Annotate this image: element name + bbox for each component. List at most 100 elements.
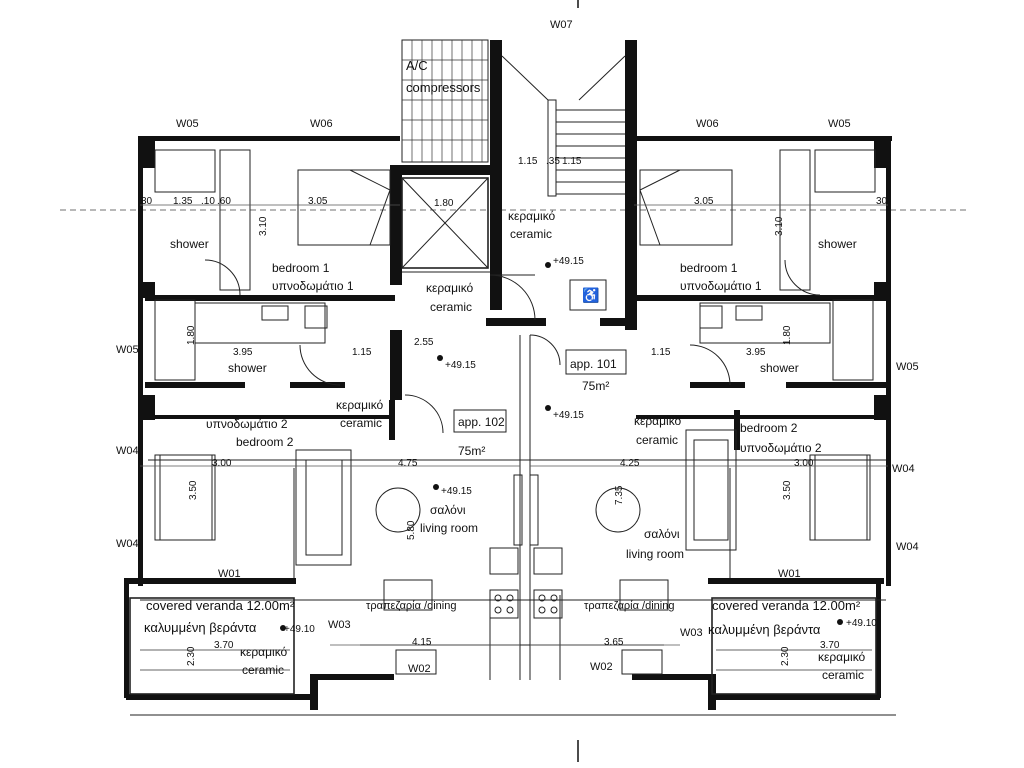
section-axis-lines	[60, 0, 968, 762]
right-dim-310: 3.10	[774, 216, 785, 236]
right-veranda-ceramic-gr: κεραμικό	[818, 650, 866, 664]
left-bedroom2-gr: υπνοδωμάτιο 2	[206, 417, 288, 431]
wheelchair-icon: ♿	[582, 287, 599, 304]
right-dining: τραπεζαρία /dining	[584, 600, 674, 612]
window-label-w03-left: W03	[328, 619, 351, 631]
lobby-ceramic-en: ceramic	[430, 300, 472, 314]
left-dim-230: 2.30	[186, 646, 197, 666]
window-label-w01-left: W01	[218, 568, 241, 580]
right-dim-25: 25	[626, 196, 638, 207]
window-label-w01-right: W01	[778, 568, 801, 580]
left-unit-dimensions: 30 1.35 .10 .60 3.05 3.10 3.95 1.80 1.15…	[140, 196, 520, 666]
stair-ceramic-en: ceramic	[510, 227, 552, 241]
right-dim-735: 7.35	[614, 485, 625, 505]
core-labels: κεραμικό ceramic +49.15 κεραμικό ceramic…	[414, 156, 584, 371]
level-markers	[280, 262, 843, 631]
left-app-box	[453, 409, 507, 433]
right-ceramic-gr: κεραμικό	[634, 414, 682, 428]
window-label-w04-left-bottom: W04	[116, 538, 139, 550]
window-label-w05-left-side: W05	[116, 344, 139, 356]
left-dim-135: 1.35	[173, 196, 193, 207]
left-veranda-en: covered veranda 12.00m²	[146, 598, 295, 613]
window-label-w04-right-bottom: W04	[896, 541, 919, 553]
left-app-number: app. 102	[458, 415, 505, 429]
ac-label-line2: compressors	[406, 80, 481, 95]
core-dim-115b: 1.15	[562, 156, 582, 167]
staircase: ♿	[501, 55, 626, 311]
left-dining: τραπεζαρία /dining	[366, 600, 456, 612]
core-dim-115: 1.15	[518, 156, 538, 167]
right-shower-2: shower	[760, 361, 799, 375]
stair-ceramic-gr: κεραμικό	[508, 209, 556, 223]
window-label-w05-right-side: W05	[896, 361, 919, 373]
right-ceramic-en: ceramic	[636, 433, 678, 447]
right-bedroom1-en: bedroom 1	[680, 261, 738, 275]
right-bedroom1-gr: υπνοδωμάτιο 1	[680, 279, 762, 293]
right-app-number: app. 101	[570, 357, 617, 371]
door-swings	[204, 259, 821, 434]
right-veranda-gr: καλυμμένη βεράντα	[708, 622, 821, 637]
left-bedroom1-gr: υπνοδωμάτιο 1	[272, 279, 354, 293]
right-app-area: 75m²	[582, 379, 609, 393]
left-dim-180: 1.80	[186, 325, 197, 345]
left-living-level: +49.15	[441, 486, 472, 497]
window-label-w06-left: W06	[310, 118, 333, 130]
right-shower-1: shower	[818, 237, 857, 251]
right-unit-labels: shower bedroom 1 υπνοδωμάτιο 1 shower ap…	[553, 237, 877, 682]
left-living-en: living room	[420, 521, 478, 535]
left-veranda-ceramic-en: ceramic	[242, 663, 284, 677]
right-bedroom2-en: bedroom 2	[740, 421, 798, 435]
window-label-w04-left-top: W04	[116, 445, 139, 457]
right-dim-350: 3.50	[782, 480, 793, 500]
left-dim-350: 3.50	[188, 480, 199, 500]
stair-level: +49.15	[553, 256, 584, 267]
left-dim-115: 1.15	[352, 347, 372, 358]
right-lobby-level: +49.15	[553, 410, 584, 421]
left-dim-370: 3.70	[214, 640, 234, 651]
right-unit-dimensions: 3.05 25 30 3.10 3.95 1.80 1.15 3.00 3.50…	[530, 196, 888, 666]
left-dim-475: 4.75	[398, 458, 418, 469]
lift-dim: 1.80	[434, 198, 454, 209]
left-dim-415: 4.15	[412, 637, 432, 648]
window-label-w07: W07	[550, 19, 573, 31]
right-living-en: living room	[626, 547, 684, 561]
right-dim-365: 3.65	[604, 637, 624, 648]
right-dim-425: 4.25	[620, 458, 640, 469]
core-dim-255: 2.55	[414, 337, 434, 348]
window-label-w03-right: W03	[680, 627, 703, 639]
window-label-w05-right: W05	[828, 118, 851, 130]
right-veranda-ceramic-en: ceramic	[822, 668, 864, 682]
left-ceramic-gr: κεραμικό	[336, 398, 384, 412]
left-dim-10: .10	[201, 196, 215, 207]
left-dim-305: 3.05	[308, 196, 328, 207]
left-dim-30: 30	[141, 196, 153, 207]
right-veranda-level: +49.10	[846, 618, 877, 629]
window-label-w05-left: W05	[176, 118, 199, 130]
left-dim-60: .60	[217, 196, 231, 207]
window-label-w04-right-top: W04	[892, 463, 915, 475]
right-living-gr: σαλόνι	[644, 527, 680, 541]
veranda-frames	[129, 597, 877, 695]
furniture	[159, 169, 868, 675]
left-unit-labels: shower bedroom 1 υπνοδωμάτιο 1 shower κε…	[144, 237, 507, 677]
right-dim-395: 3.95	[746, 347, 766, 358]
left-bedroom2-en: bedroom 2	[236, 435, 294, 449]
right-dim-180: 1.80	[782, 325, 793, 345]
left-dim-300: 3.00	[212, 458, 232, 469]
right-app-box	[565, 349, 627, 375]
left-shower-1: shower	[170, 237, 209, 251]
left-veranda-ceramic-gr: κεραμικό	[240, 645, 288, 659]
left-dim-580: 5.80	[406, 520, 417, 540]
building-walls	[124, 40, 892, 710]
left-dim-395: 3.95	[233, 347, 253, 358]
window-label-w02-right: W02	[590, 661, 613, 673]
window-label-w02-left: W02	[408, 663, 431, 675]
left-app-area: 75m²	[458, 444, 485, 458]
ac-compressors-label: A/C compressors	[406, 58, 481, 95]
right-dim-305: 3.05	[694, 196, 714, 207]
ac-label-line1: A/C	[406, 58, 428, 73]
lobby-ceramic-gr: κεραμικό	[426, 281, 474, 295]
ac-compressors-area	[401, 39, 489, 163]
right-dim-30: 30	[876, 196, 888, 207]
